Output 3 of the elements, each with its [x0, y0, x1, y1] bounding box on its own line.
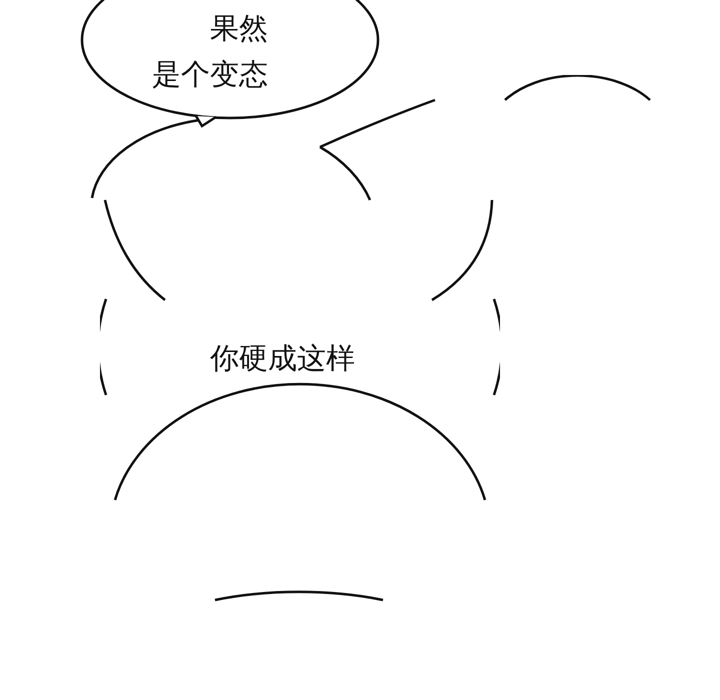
speech-text: 你硬成这样 — [210, 340, 356, 377]
speech-text: 果然是个变态 — [152, 10, 269, 93]
speech-bubble — [78, 0, 382, 128]
